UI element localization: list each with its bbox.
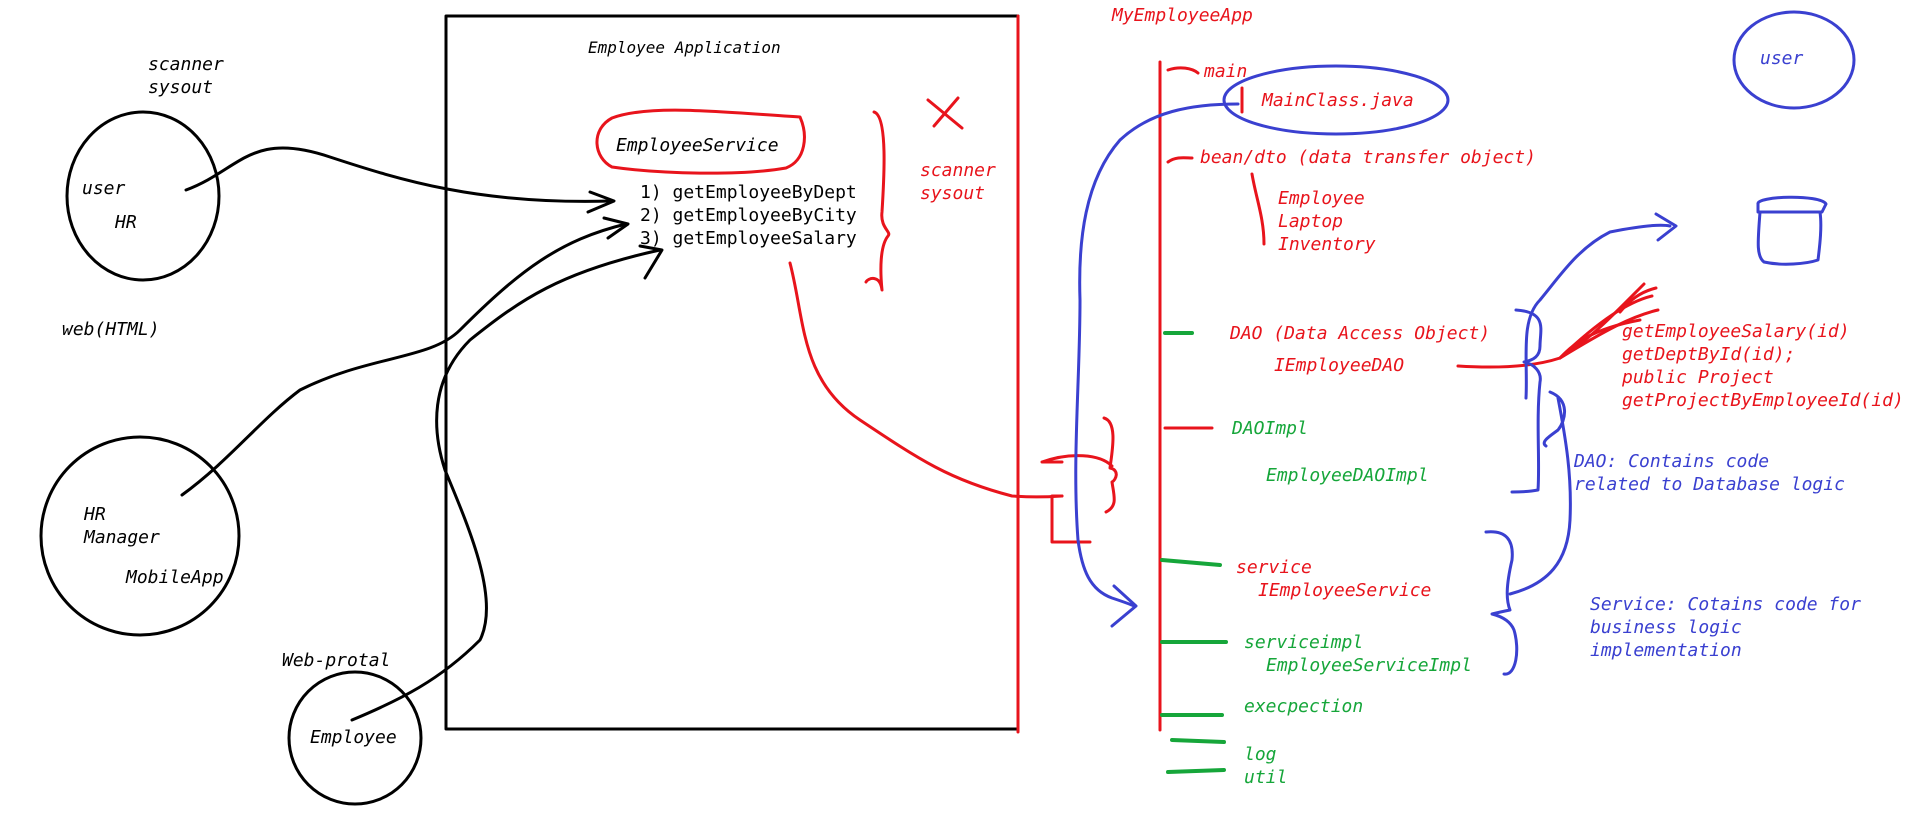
manager-label: Manager [83,527,160,548]
user-to-service-arrow [184,146,614,203]
fan-line-3 [1558,308,1660,360]
tick-main [1166,66,1200,75]
service-note-line-1: Service: Cotains code for [1590,594,1861,615]
package-root: MyEmployeeApp [1111,5,1253,26]
db-brace [1102,416,1118,514]
service-brace [1484,530,1519,676]
app-box [444,14,1020,731]
arrowhead-2 [602,216,630,240]
main-class-label: MainClass.java [1261,90,1414,111]
employee-circle [287,670,423,806]
bean-item-laptop: Laptop [1278,211,1343,232]
fan-line-2 [1558,294,1654,360]
app-box-title: Employee Application [588,38,781,57]
daoimpl-class: EmployeeDAOImpl [1266,465,1429,486]
web-html-note: web(HTML) [62,319,160,340]
service-name-label: EmployeeService [616,135,779,156]
main-class-ellipse [1222,64,1450,136]
dao-note-line-2: related to Database logic [1574,474,1845,495]
package-exception: execpection [1244,696,1363,717]
main-to-service-curve [1074,102,1240,608]
manager-to-service-arrow [180,222,628,497]
db-bracket [1040,454,1114,544]
fan-line-4 [1618,286,1658,314]
method-3: 3) getEmployeeSalary [640,228,857,249]
dao-method-3: public Project [1621,367,1774,388]
manager-circle [39,435,241,637]
database-icon [1756,195,1828,266]
app-scanner-note: scanner [920,160,996,181]
serviceimpl-class: EmployeeServiceImpl [1266,655,1472,676]
user-ellipse-label: user [1760,48,1804,69]
dao-to-service-connector [1508,390,1572,596]
user-scanner-note: scanner [148,54,224,75]
db-arrowhead [1654,212,1678,242]
web-portal-note: Web-protal [282,650,390,671]
manager-hr-label: HR [83,504,106,525]
dao-note-line-1: DAO: Contains code [1573,451,1769,472]
dao-interface: IEmployeeDAO [1274,355,1404,376]
package-bean: bean/dto (data transfer object) [1200,147,1536,168]
package-dao: DAO (Data Access Object) [1229,323,1490,344]
dao-method-4: getProjectByEmployeeId(id) [1622,390,1904,411]
user-circle-label: user [82,178,126,199]
service-note-line-2: business logic [1590,617,1742,638]
bean-item-inventory: Inventory [1278,234,1376,255]
dao-method-1: getEmployeeSalary(id) [1622,321,1850,342]
method-1: 1) getEmployeeByDept [640,182,857,203]
tick-bean [1166,156,1194,164]
user-ellipse [1732,10,1856,110]
hr-circle-label: HR [114,212,137,233]
package-util: util [1244,767,1287,788]
service-interface: IEmployeeService [1258,580,1431,601]
employee-circle-label: Employee [310,727,397,748]
employee-to-service-arrow [350,248,662,722]
tick-service [1160,558,1222,567]
salary-to-db-curve [788,261,1064,499]
tick-log [1170,738,1226,744]
dao-to-db-curve [1524,223,1672,400]
package-service: service [1236,557,1312,578]
arrowhead-1 [586,190,616,214]
dao-method-2: getDeptById(id); [1622,344,1795,365]
bean-bracket [1250,172,1266,246]
user-sysout-note: sysout [148,77,213,98]
dao-brace [1510,308,1543,494]
user-circle [65,110,221,282]
cross-mark-b [932,96,960,128]
bean-item-employee: Employee [1278,188,1365,209]
method-2: 2) getEmployeeByCity [640,205,857,226]
service-name-blob [595,108,806,175]
package-main: main [1203,61,1247,82]
package-serviceimpl: serviceimpl [1244,632,1363,653]
methods-brace [864,110,891,292]
mobile-app-label: MobileApp [125,567,224,588]
tick-util [1166,768,1226,774]
package-daoimpl: DAOImpl [1231,418,1308,439]
arrowhead-3 [638,244,664,280]
service-arrowhead [1110,584,1138,628]
service-note-line-3: implementation [1590,640,1742,661]
package-log: log [1244,744,1277,765]
app-sysout-note: sysout [920,183,985,204]
